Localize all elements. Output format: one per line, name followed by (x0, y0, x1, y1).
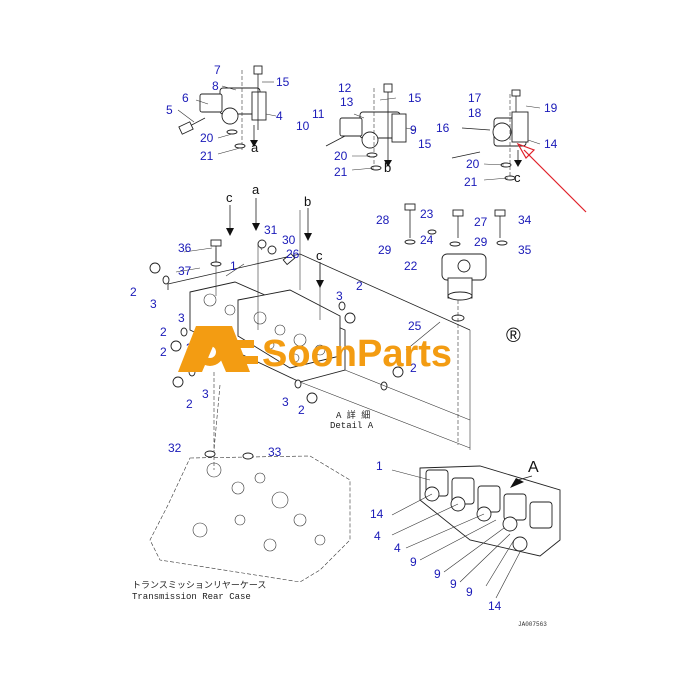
callout: 23 (420, 207, 434, 221)
case-caption-en: Transmission Rear Case (132, 592, 251, 602)
main-valve-body (149, 210, 471, 451)
callout: 2 (160, 325, 167, 339)
callout: 9 (410, 123, 417, 137)
callout: 20 (466, 157, 480, 171)
solenoid-assembly-c (451, 89, 529, 181)
red-pointer-arrow (516, 142, 587, 213)
callout: 21 (200, 149, 214, 163)
callout: 13 (340, 95, 354, 109)
callout: 1 (230, 259, 237, 273)
callout: 3 (150, 297, 157, 311)
letter: c (316, 248, 323, 263)
callout: 4 (276, 109, 283, 123)
callout: 15 (418, 137, 432, 151)
callout: 5 (166, 103, 173, 117)
detail-a-valve (419, 465, 561, 557)
leader-lines (175, 81, 541, 599)
callout: 21 (334, 165, 348, 179)
callout: 14 (370, 507, 384, 521)
callout-labels: 7 8 15 6 5 4 20 21 12 13 15 11 10 9 20 2… (130, 63, 558, 613)
callout: 36 (178, 241, 192, 255)
callout: 14 (488, 599, 502, 613)
callout: 37 (178, 264, 192, 278)
callout: 22 (404, 259, 418, 273)
callout: 21 (464, 175, 478, 189)
callout: 34 (518, 213, 532, 227)
callout: 18 (468, 106, 482, 120)
case-caption-jp: トランスミッションリヤーケース (132, 580, 266, 591)
callout: 19 (544, 101, 558, 115)
callout: 32 (168, 441, 182, 455)
callout: 10 (296, 119, 310, 133)
callout: 3 (202, 387, 209, 401)
letter: c (514, 170, 521, 185)
callout: 4 (374, 529, 381, 543)
callout: 14 (544, 137, 558, 151)
callout: 2 (410, 361, 417, 375)
callout: 3 (282, 395, 289, 409)
callout: 11 (312, 107, 325, 121)
callout: 2 (160, 345, 167, 359)
letter: a (252, 182, 260, 197)
valve-22-group (404, 203, 508, 445)
callout: 20 (200, 131, 214, 145)
letter: b (384, 160, 391, 175)
detail-caption-jp: A 詳 細 (336, 409, 370, 421)
callout: 25 (408, 319, 422, 333)
callout: 30 (282, 233, 296, 247)
letter: a (251, 140, 259, 155)
callout: 26 (286, 247, 300, 261)
letter: c (226, 190, 233, 205)
detail-caption-en: Detail A (330, 421, 374, 431)
callout: 29 (378, 243, 392, 257)
callout: 33 (268, 445, 282, 459)
callout: 6 (182, 91, 189, 105)
callout: 29 (474, 235, 488, 249)
captions: A 詳 細 Detail A トランスミッションリヤーケース Transmiss… (132, 409, 547, 628)
callout: 1 (376, 459, 383, 473)
callout: 24 (420, 233, 434, 247)
callout: 15 (408, 91, 422, 105)
solenoid-assembly-a (178, 65, 267, 150)
transmission-rear-case (149, 450, 351, 583)
letter: A (528, 459, 539, 476)
callout: 17 (468, 91, 482, 105)
callout: 28 (376, 213, 390, 227)
callout: 27 (474, 215, 488, 229)
callout: 2 (186, 397, 193, 411)
callout: 9 (466, 585, 473, 599)
callout: 2 (130, 285, 137, 299)
callout: 31 (264, 223, 278, 237)
callout: 9 (410, 555, 417, 569)
callout: 15 (276, 75, 290, 89)
callout: 4 (394, 541, 401, 555)
callout: 9 (434, 567, 441, 581)
letter: b (304, 194, 311, 209)
drawing-code: JA007563 (518, 621, 547, 628)
callout: 2 (298, 403, 305, 417)
callout: 8 (212, 79, 219, 93)
callout: 3 (178, 311, 185, 325)
callout: 3 (186, 341, 193, 355)
callout: 9 (450, 577, 457, 591)
callout: 12 (338, 81, 352, 95)
callout: 2 (356, 279, 363, 293)
callout: 7 (214, 63, 221, 77)
reference-arrows (226, 198, 324, 288)
callout: 20 (334, 149, 348, 163)
solenoid-assembly-b (325, 83, 407, 171)
callout: 35 (518, 243, 532, 257)
callout: 16 (436, 121, 450, 135)
reference-letters: a b c c a b c A (226, 140, 539, 476)
callout: 3 (336, 289, 343, 303)
